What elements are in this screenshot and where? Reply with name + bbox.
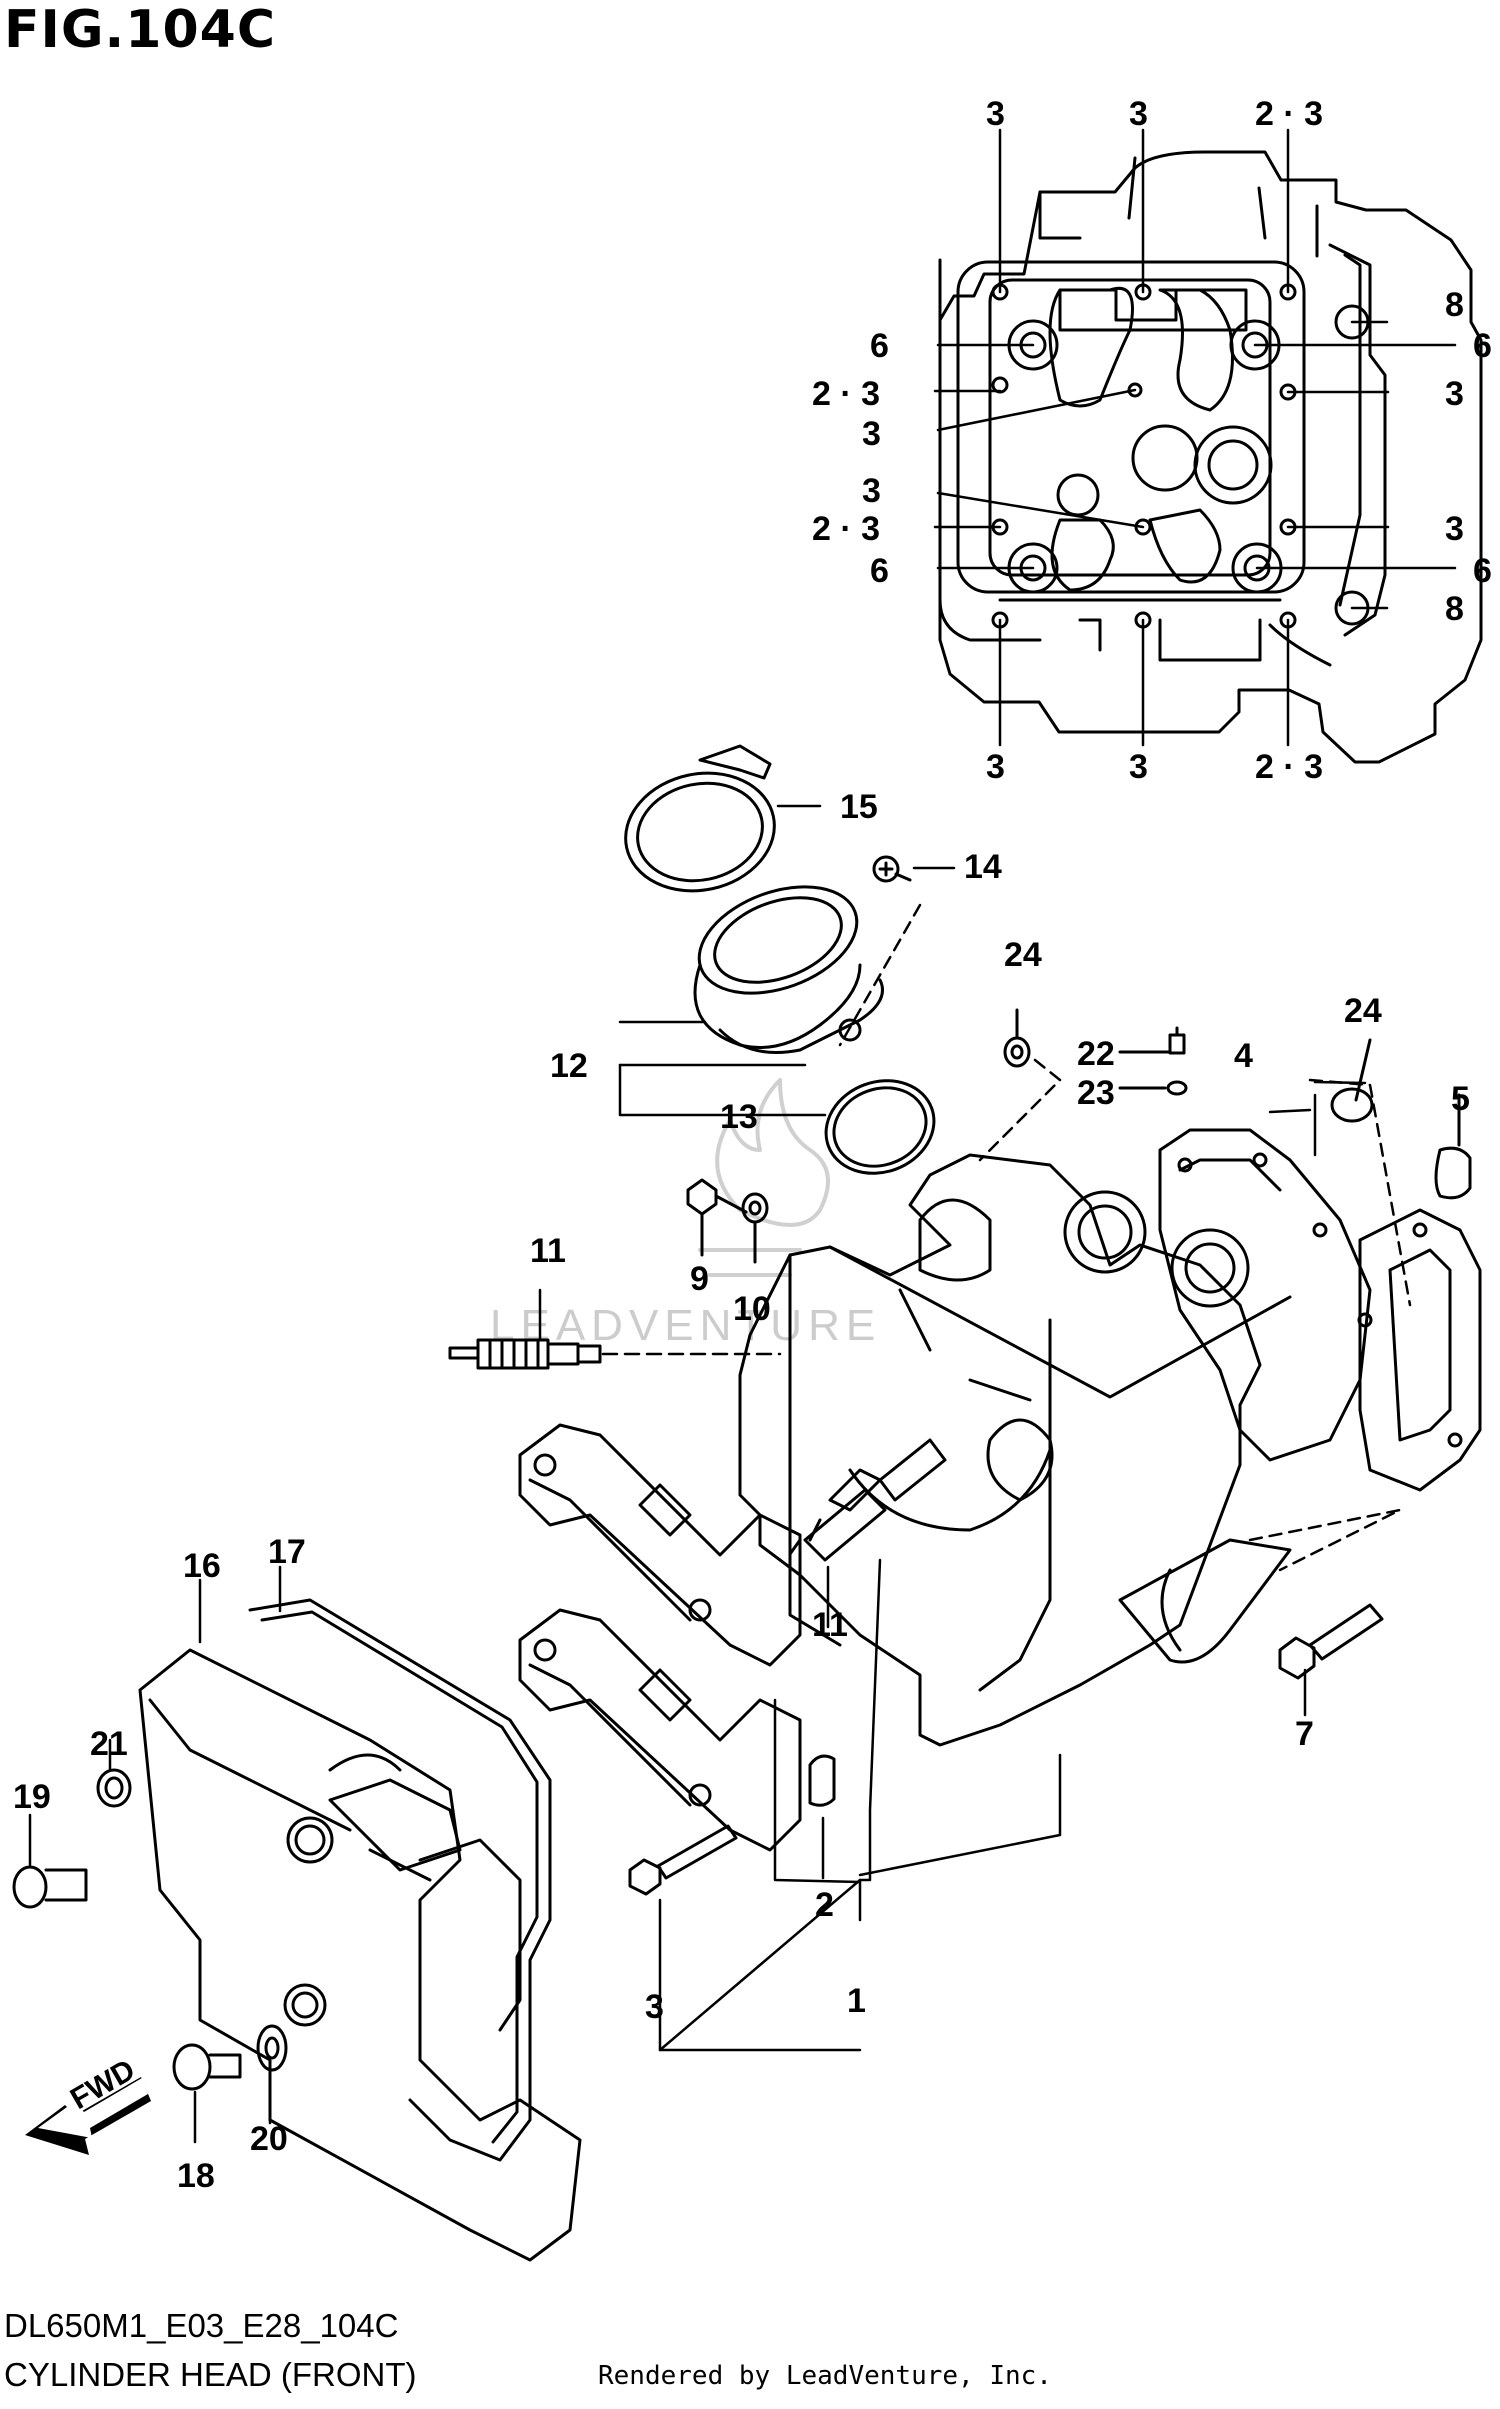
- callout-3: 3: [862, 472, 881, 510]
- callout-3: 3: [986, 748, 1005, 786]
- render-credit: Rendered by LeadVenture, Inc.: [598, 2361, 1052, 2391]
- callout-24: 24: [1344, 992, 1382, 1030]
- callout-17: 17: [268, 1533, 306, 1571]
- callout-14: 14: [964, 848, 1002, 886]
- callout-13: 13: [720, 1098, 758, 1136]
- bolt-19-part: [12, 1865, 88, 1909]
- intake-pipe-part: [693, 885, 884, 1054]
- flame-logo-icon: [698, 1078, 830, 1277]
- fwd-arrow-icon: [25, 2077, 151, 2155]
- bolt-9-part: [686, 1178, 769, 1264]
- callout-6: 6: [870, 552, 889, 590]
- o-ring-part: [824, 1079, 936, 1175]
- callout-24: 24: [1004, 936, 1042, 974]
- callout-8: 8: [1445, 286, 1464, 324]
- callout-8: 8: [1445, 590, 1464, 628]
- callout-2-3: 2 · 3: [1255, 748, 1323, 786]
- callout-2-3: 2 · 3: [812, 375, 880, 413]
- callout-22: 22: [1077, 1035, 1115, 1073]
- seal-21-part: [96, 1768, 132, 1808]
- bolt-18-part: [172, 2024, 288, 2091]
- watermark-text: LEADVENTURE: [490, 1301, 881, 1350]
- callout-3: 3: [1445, 375, 1464, 413]
- callout-9: 9: [690, 1260, 709, 1298]
- callout-3: 3: [1129, 748, 1148, 786]
- callout-3: 3: [1445, 510, 1464, 548]
- callout-7: 7: [1295, 1715, 1314, 1753]
- cylinder-head-main: [738, 1153, 1292, 1747]
- cam-holder-upper-part: [518, 1423, 802, 1667]
- side-gasket-part: [1357, 1208, 1482, 1492]
- model-code: DL650M1_E03_E28_104C: [4, 2307, 399, 2344]
- bolt-7-part: [1278, 1603, 1384, 1680]
- figure-title: FIG.104C: [4, 0, 277, 60]
- callout-4: 4: [1234, 1037, 1253, 1075]
- section-name: CYLINDER HEAD (FRONT): [4, 2356, 417, 2393]
- callout-11: 11: [812, 1606, 848, 1644]
- callout-11: 11: [530, 1232, 566, 1270]
- callout-21: 21: [90, 1725, 128, 1763]
- leader-brackets: [658, 1558, 1062, 2052]
- spark-plug-2-part: [788, 1438, 947, 1562]
- head-cover-gasket-part: [248, 1598, 552, 2162]
- spark-plug-part: [448, 1338, 602, 1370]
- callout-3: 3: [645, 1988, 664, 2026]
- callout-10: 10: [733, 1290, 771, 1328]
- callout-12: 12: [550, 1047, 588, 1085]
- callout-19: 19: [13, 1778, 51, 1816]
- callout-3: 3: [1129, 95, 1148, 133]
- screw-part: [872, 855, 912, 883]
- cam-holder-lower-part: [518, 1608, 836, 1852]
- callout-3: 3: [986, 95, 1005, 133]
- callout-23: 23: [1077, 1074, 1115, 1112]
- gasket-part: [1158, 1128, 1372, 1462]
- callout-6: 6: [870, 327, 889, 365]
- head-cover-part: [138, 1648, 582, 2262]
- callout-1: 1: [847, 1982, 866, 2020]
- top-leader-lines: [933, 128, 1457, 747]
- callout-2-3: 2 · 3: [1255, 95, 1323, 133]
- callout-5: 5: [1451, 1080, 1470, 1118]
- bolt-3-part: [628, 1824, 738, 1896]
- callout-6: 6: [1473, 552, 1492, 590]
- callout-2-3: 2 · 3: [812, 510, 880, 548]
- callout-3: 3: [862, 415, 881, 453]
- callout-2: 2: [815, 1886, 834, 1924]
- cylinder-head-top-view: [938, 150, 1483, 764]
- callout-18: 18: [177, 2157, 215, 2195]
- callout-16: 16: [183, 1547, 221, 1585]
- callout-15: 15: [840, 788, 878, 826]
- small-parts: [978, 1008, 1472, 1200]
- clamp-part: [624, 744, 776, 893]
- callout-6: 6: [1473, 327, 1492, 365]
- callouts: 3 3 2 · 3 8 6 6 2 · 3 3 3 3 2 · 3 3 6 6 …: [13, 95, 1492, 2195]
- callout-20: 20: [250, 2120, 288, 2158]
